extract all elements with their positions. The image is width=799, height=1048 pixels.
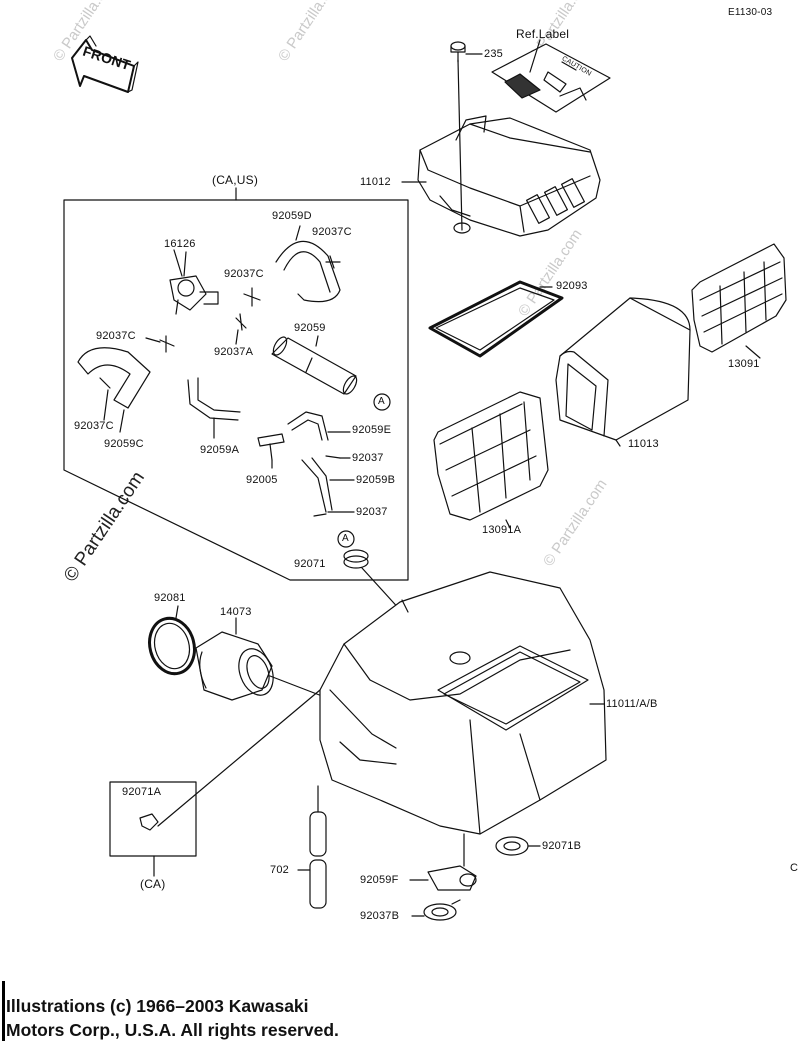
part-label-92037b[interactable]: 92037B <box>360 910 400 922</box>
copyright-bar <box>2 981 5 1041</box>
drawing-code: E1130-03 <box>728 7 773 18</box>
part-label-92037[interactable]: 92037 <box>352 452 384 464</box>
ca-group-frame <box>109 689 321 877</box>
clip-92037-lower <box>313 513 327 517</box>
ca-us-group-frame <box>63 187 409 581</box>
part-label-92059c[interactable]: 92059C <box>104 438 144 450</box>
clip-92037c-low <box>99 377 111 389</box>
ring-92081 <box>148 605 196 676</box>
part-label-92071b[interactable]: 92071B <box>542 840 582 852</box>
part-label-92037c[interactable]: 92037C <box>74 420 114 432</box>
part-label-11013[interactable]: 11013 <box>628 438 659 450</box>
part-label-13091a[interactable]: 13091A <box>482 524 522 536</box>
part-label-92037[interactable]: 92037 <box>356 506 388 518</box>
part-label-11012[interactable]: 11012 <box>360 176 391 188</box>
gasket-92093 <box>428 280 564 358</box>
front-arrow-icon <box>71 35 139 93</box>
part-label-14073[interactable]: 14073 <box>220 606 252 618</box>
screw-235 <box>450 41 483 63</box>
part-label-92059b[interactable]: 92059B <box>356 474 396 486</box>
clip-92037c-top <box>325 255 341 269</box>
part-label-92037c[interactable]: 92037C <box>312 226 352 238</box>
filter-holder-13091a <box>433 391 549 529</box>
hose-92059 <box>271 336 358 395</box>
part-label-13091[interactable]: 13091 <box>728 358 760 370</box>
part-label-92005[interactable]: 92005 <box>246 474 278 486</box>
part-label-92059f[interactable]: 92059F <box>360 874 399 886</box>
part-label-92059a[interactable]: 92059A <box>200 444 240 456</box>
clamp-92037b <box>411 899 461 921</box>
part-label-16126[interactable]: 16126 <box>164 238 196 250</box>
callout-a-upper <box>373 393 391 411</box>
duct-14073 <box>195 617 323 701</box>
hose-92059c <box>77 347 151 409</box>
part-label-92071a[interactable]: 92071A <box>122 786 162 798</box>
clip-92037c-mid <box>243 287 261 307</box>
hose-92059d <box>275 240 341 303</box>
part-label-11011[interactable]: 11011/A/B <box>606 698 658 710</box>
grommet-92071b <box>495 836 541 856</box>
part-label-92037c[interactable]: 92037C <box>224 268 264 280</box>
hose-92059b <box>301 457 333 513</box>
airbox-11011 <box>319 571 607 835</box>
part-label-235[interactable]: 235 <box>484 48 503 60</box>
part-label-92059[interactable]: 92059 <box>294 322 326 334</box>
filter-element-11013 <box>555 297 691 447</box>
hose-92059e <box>287 411 329 441</box>
callout-a: A <box>342 533 349 544</box>
part-label-92059d[interactable]: 92059D <box>272 210 312 222</box>
copyright-line-2: Motors Corp., U.S.A. All rights reserved… <box>6 1020 339 1040</box>
ref-label: Ref.Label <box>516 27 570 41</box>
joint-92005 <box>257 433 285 461</box>
part-label-702[interactable]: 702 <box>270 864 289 876</box>
part-label-92093[interactable]: 92093 <box>556 280 588 292</box>
part-label-92037c[interactable]: 92037C <box>96 330 136 342</box>
valve-16126 <box>169 251 219 315</box>
edge-mark: C <box>790 862 799 874</box>
callout-a: A <box>378 396 385 407</box>
group-ca-us: (CA,US) <box>212 173 259 187</box>
drain-pipe-702 <box>297 785 327 909</box>
part-label-92037a[interactable]: 92037A <box>214 346 254 358</box>
airbox-cover-11012 <box>401 59 601 237</box>
callout-a-lower <box>337 530 355 548</box>
drain-hose-92059f <box>409 833 477 891</box>
caution-label-plate <box>491 39 611 113</box>
part-label-92081[interactable]: 92081 <box>154 592 186 604</box>
clip-92037a <box>235 313 247 331</box>
hose-92059a <box>187 377 241 421</box>
copyright-line-1: Illustrations (c) 1966–2003 Kawasaki <box>6 996 309 1016</box>
part-label-92059e[interactable]: 92059E <box>352 424 392 436</box>
part-label-92071[interactable]: 92071 <box>294 558 326 570</box>
filter-holder-13091 <box>691 243 787 359</box>
clip-92037c-left <box>159 335 175 353</box>
grommet-92071 <box>343 549 369 569</box>
clip-92037-upper <box>325 455 341 459</box>
group-ca: (CA) <box>140 877 166 891</box>
copyright-notice: Illustrations (c) 1966–2003 Kawasaki Mot… <box>6 994 339 1042</box>
